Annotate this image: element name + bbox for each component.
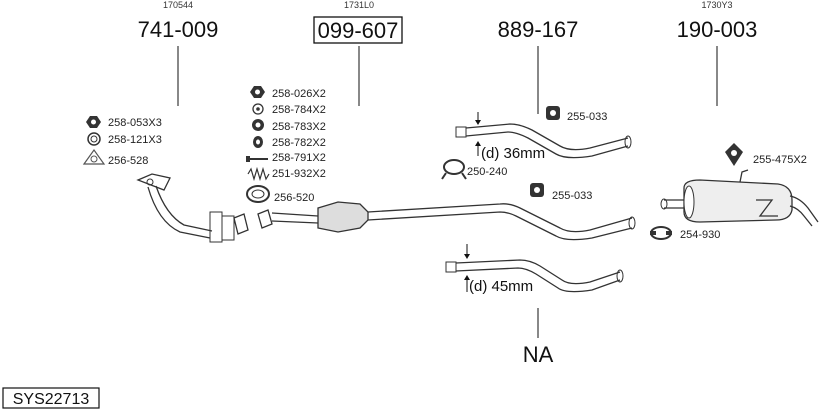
acc-front-2[interactable]: 258-121X3 [108,134,162,146]
nut-icon [250,86,265,98]
ref-catalyst: 1731L0 [344,0,374,10]
middle-pipe-36mm[interactable] [455,112,632,159]
spring-icon [247,166,270,182]
acc-cat-3[interactable]: 258-783X2 [272,121,326,133]
acc-rear-1[interactable]: 255-475X2 [753,154,807,166]
system-code: SYS22713 [13,391,90,408]
acc-mid-1[interactable]: 255-033 [567,111,607,123]
diameter-label-36: (d) 36mm [481,145,545,162]
part-middle-pipe[interactable]: 889-167 [498,17,579,42]
sleeve-icon [253,136,263,148]
part-catalyst-box[interactable] [313,16,403,44]
rubber-mount-icon [725,143,743,166]
acc-rear-2[interactable]: 254-930 [680,229,720,241]
bolt-icon [246,156,268,162]
clamp-icon [650,226,672,240]
spring-washer-icon [252,119,264,131]
acc-cat-1[interactable]: 258-026X2 [272,88,326,100]
part-front-pipe[interactable]: 741-009 [138,17,219,42]
acc-cat-7[interactable]: 256-520 [274,192,314,204]
ref-rear-silencer: 1730Y3 [701,0,732,10]
na-label: NA [523,342,554,367]
nut-icon [86,116,101,128]
ref-front-pipe: 170544 [163,0,193,10]
front-pipe[interactable] [136,173,249,243]
acc-mid-3[interactable]: 255-033 [552,190,592,202]
part-rear-silencer[interactable]: 190-003 [677,17,758,42]
acc-cat-5[interactable]: 258-791X2 [272,152,326,164]
washer-icon [252,103,264,115]
diameter-label-45: (d) 45mm [469,278,533,295]
middle-pipe-45mm[interactable] [445,244,624,293]
rubber-hanger-icon [530,183,544,197]
acc-cat-6[interactable]: 251-932X2 [272,168,326,180]
acc-cat-4[interactable]: 258-782X2 [272,137,326,149]
part-catalyst[interactable]: 099-607 [318,18,399,43]
acc-cat-2[interactable]: 258-784X2 [272,104,326,116]
rear-silencer[interactable] [660,169,819,227]
rubber-hanger-icon [546,106,560,120]
clamp-icon [441,159,467,180]
ring-gasket-icon [246,185,270,203]
gasket-icon [82,148,106,165]
catalytic-converter-assembly[interactable] [257,201,636,241]
acc-front-3[interactable]: 256-528 [108,155,148,167]
acc-mid-2[interactable]: 250-240 [467,166,507,178]
system-code-box [2,387,100,409]
washer-icon [87,132,101,146]
acc-front-1[interactable]: 258-053X3 [108,117,162,129]
